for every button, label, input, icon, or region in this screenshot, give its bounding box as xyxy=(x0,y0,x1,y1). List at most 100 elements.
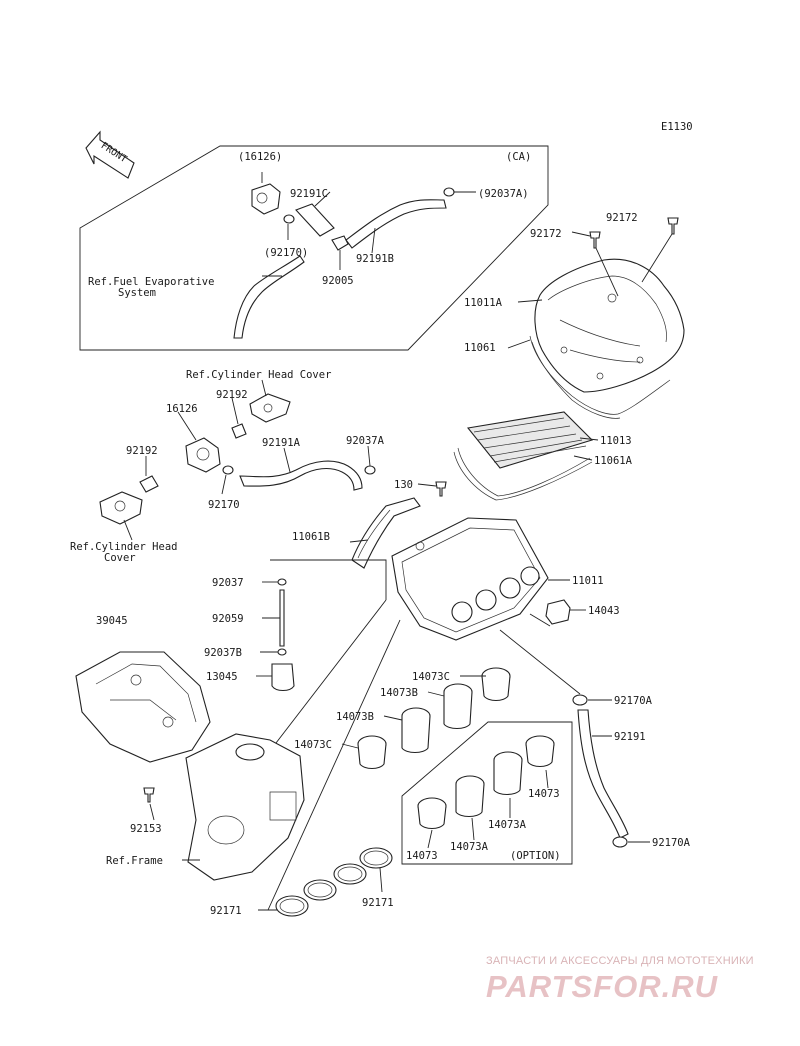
leader-11061 xyxy=(507,339,531,349)
label-92037b: 92037B xyxy=(204,647,242,659)
bolt-92153 xyxy=(143,787,155,803)
leader-11061a xyxy=(573,455,593,461)
ca-hose-92191C xyxy=(295,191,335,237)
ca-fitting-92005 xyxy=(331,235,349,270)
sensor-14043 xyxy=(545,599,571,625)
label-ref-frame: Ref.Frame xyxy=(106,855,163,867)
bolt-130 xyxy=(435,481,447,497)
label-92191a: 92191A xyxy=(262,437,301,449)
leader-14073-opt xyxy=(427,829,433,849)
label-92005: 92005 xyxy=(322,275,354,287)
ca-group-frame xyxy=(79,145,549,351)
diagonal-leader-left xyxy=(270,559,387,600)
label-11013: 11013 xyxy=(600,435,632,447)
option-duct-2 xyxy=(493,751,523,796)
label-16126-ca: (16126) xyxy=(238,151,282,163)
label-130: 130 xyxy=(394,479,413,491)
leader-11013 xyxy=(579,437,599,441)
leader-92153 xyxy=(149,803,155,821)
label-14073b-b: 14073B xyxy=(336,711,374,723)
label-14073c-a: 14073C xyxy=(412,671,450,683)
front-arrow-icon: FRONT xyxy=(85,130,135,179)
clamp-92171-set xyxy=(275,847,393,917)
label-92192-b: 92192 xyxy=(126,445,158,457)
diagonal-leader-ring xyxy=(267,619,401,911)
watermark-tagline: ЗАПЧАСТИ И АКСЕССУАРЫ ДЛЯ МОТОТЕХНИКИ xyxy=(486,955,754,967)
leader-92171-b xyxy=(379,867,383,893)
watermark-brand: PARTSFOR.RU xyxy=(486,969,719,1004)
leader-92192-a xyxy=(231,397,239,425)
duct-14073c-a xyxy=(481,667,511,702)
leader-130 xyxy=(417,483,437,487)
leader-ref-cyl-top xyxy=(261,379,267,397)
label-14073a-a: 14073A xyxy=(488,819,527,831)
ca-clamp-92170 xyxy=(283,214,295,240)
air-box-seal-11061b xyxy=(351,497,421,569)
clamp-92037a xyxy=(364,465,376,475)
leader-92191a xyxy=(283,447,291,473)
label-92191b: 92191B xyxy=(356,253,394,265)
upper-cover-11011a xyxy=(534,258,685,393)
leader-92172-a xyxy=(571,231,591,237)
screw-92172-b xyxy=(667,217,679,235)
label-14073-opt: 14073 xyxy=(406,850,438,862)
label-92037a-ca: (92037A) xyxy=(478,188,529,200)
option-duct-1 xyxy=(525,735,555,768)
filter-seal-11061a xyxy=(453,447,593,501)
hose-92191 xyxy=(577,709,629,839)
label-11011: 11011 xyxy=(572,575,604,587)
leader-ref-cyl-bottom xyxy=(123,519,133,541)
clamp-92170 xyxy=(222,465,234,475)
ca-clamp-92037A xyxy=(443,187,476,197)
label-92170a-a: 92170A xyxy=(614,695,653,707)
label-ref-fuel-2: System xyxy=(118,287,156,299)
leader-11061b xyxy=(349,539,369,543)
valve-bracket-top xyxy=(249,393,291,423)
leader-92037a xyxy=(367,445,371,467)
leader-14073b-a xyxy=(427,691,445,697)
label-11061a: 11061A xyxy=(594,455,633,467)
label-14073a-b: 14073A xyxy=(450,841,489,853)
ca-fuel-evaporative-hose xyxy=(233,255,305,339)
label-92171-a: 92171 xyxy=(210,905,242,917)
label-11061b: 11061B xyxy=(292,531,330,543)
label-92192-a: 92192 xyxy=(216,389,248,401)
valve-16126 xyxy=(185,437,221,473)
duct-14073c-b xyxy=(357,735,387,770)
label-14073b-a: 14073B xyxy=(380,687,418,699)
clamp-92170a-a xyxy=(572,694,588,706)
duct-14073b-b xyxy=(401,707,431,754)
label-92172-a: 92172 xyxy=(530,228,562,240)
duct-14073b-a xyxy=(443,683,473,730)
label-92170: 92170 xyxy=(208,499,240,511)
label-92153: 92153 xyxy=(130,823,162,835)
leader-92170 xyxy=(221,474,227,495)
label-39045: 39045 xyxy=(96,615,128,627)
label-13045: 13045 xyxy=(206,671,238,683)
leader-14073c-b xyxy=(341,743,359,749)
label-ca: (CA) xyxy=(506,151,531,163)
label-92037a: 92037A xyxy=(346,435,385,447)
label-ref-cyl-head-top: Ref.Cylinder Head Cover xyxy=(186,369,331,381)
label-92191: 92191 xyxy=(614,731,646,743)
label-ref-cyl-head-2: Cover xyxy=(104,552,136,564)
label-ref-cyl-head-1: Ref.Cylinder Head xyxy=(70,541,177,553)
air-filter-element-11013 xyxy=(466,411,594,469)
leader-14073a-b xyxy=(471,817,475,841)
drain-assembly xyxy=(271,578,295,692)
option-duct-4 xyxy=(417,797,447,830)
option-duct-3 xyxy=(455,775,485,818)
label-92172-b: 92172 xyxy=(606,212,638,224)
leader-14073b-b xyxy=(383,715,403,721)
air-box-lower-11011 xyxy=(391,517,549,641)
hose-92192-a xyxy=(231,423,247,439)
label-92171-b: 92171 xyxy=(362,897,394,909)
label-14043: 14043 xyxy=(588,605,620,617)
label-92059: 92059 xyxy=(212,613,244,625)
clamp-92170a-b xyxy=(612,836,628,848)
option-group-frame xyxy=(401,721,573,865)
cylinder-head-cover-part xyxy=(99,491,143,525)
screw-92172-a xyxy=(589,231,601,249)
label-14073c-b: 14073C xyxy=(294,739,332,751)
